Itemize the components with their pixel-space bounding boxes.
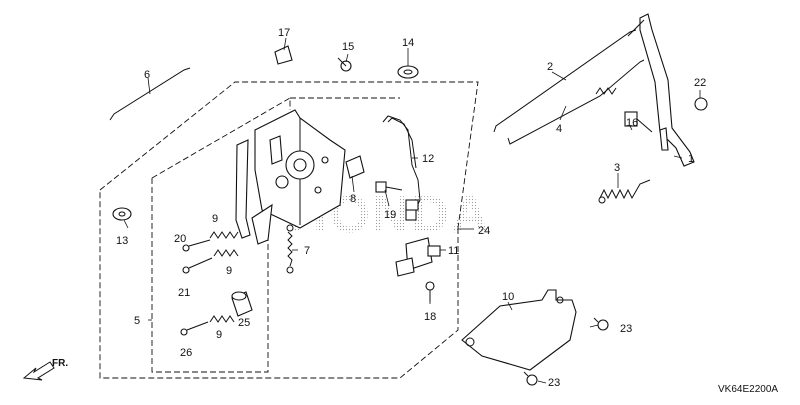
callout-5: 5: [134, 315, 140, 327]
callout-7: 7: [304, 245, 310, 257]
part-clip-13: [112, 207, 132, 221]
part-bolt-23-bottom: [523, 371, 538, 386]
part-clip-17: [274, 45, 293, 65]
part-connector-19: [405, 199, 419, 211]
part-cover-10: [461, 289, 577, 371]
callout-9b: 9: [226, 265, 232, 277]
part-screw-15: [337, 57, 352, 72]
leader-lines: [123, 37, 701, 384]
part-spring-9-top: [209, 231, 239, 239]
control-base-plate: [235, 109, 346, 245]
part-switch-11: [395, 237, 441, 277]
part-rod-6: [109, 67, 191, 121]
part-spring-4: [595, 87, 617, 95]
callout-labels: 1 2 3 4 5 6 7 8 9 9 9 10 11 12 13 14 15 …: [116, 27, 706, 389]
front-label: FR.: [52, 358, 68, 369]
part-spring-3: [598, 179, 651, 204]
part-rod-2: [493, 29, 637, 133]
callout-12: 12: [422, 153, 434, 165]
callout-9a: 9: [212, 213, 218, 225]
callout-19: 19: [384, 209, 396, 221]
part-spring-7: [286, 224, 294, 274]
front-arrow-icon: [22, 361, 55, 381]
assembly-box-outer: [99, 81, 479, 379]
callout-18: 18: [424, 311, 436, 323]
callout-9c: 9: [216, 329, 222, 341]
callout-11: 11: [448, 245, 459, 257]
part-spring-9-mid: [213, 249, 239, 257]
callout-13: 13: [116, 235, 128, 247]
part-spring-9-low: [209, 315, 235, 323]
part-bolt-16: [624, 111, 653, 133]
part-bolt-23-top: [593, 317, 609, 331]
callout-23a: 23: [620, 323, 632, 335]
part-nut-22: [694, 97, 708, 111]
part-screw-18: [425, 281, 435, 302]
callout-4: 4: [556, 123, 562, 135]
front-direction-indicator: FR.: [22, 358, 68, 381]
part-control-lever: [627, 13, 695, 167]
callout-1: 1: [688, 153, 694, 165]
diagram-code: VK64E2200A: [718, 384, 778, 395]
part-bracket-8: [345, 155, 365, 179]
callout-6: 6: [144, 69, 150, 81]
part-screw-26: [180, 321, 209, 336]
callout-14: 14: [402, 37, 414, 49]
callout-3: 3: [614, 162, 620, 174]
callout-2: 2: [547, 61, 553, 73]
callout-15: 15: [342, 41, 354, 53]
callout-21: 21: [178, 287, 190, 299]
callout-8: 8: [350, 193, 356, 205]
part-clamp-14: [397, 65, 419, 79]
callout-20: 20: [174, 233, 186, 245]
part-screw-20: [182, 239, 211, 252]
callout-24: 24: [478, 225, 490, 237]
callout-25: 25: [238, 317, 250, 329]
callout-22: 22: [694, 77, 706, 89]
part-screw-21: [182, 257, 213, 274]
part-collar-25: [231, 291, 253, 317]
part-rod-4: [507, 59, 645, 145]
part-bolt-center: [375, 181, 403, 193]
callout-23b: 23: [548, 377, 560, 389]
callout-10: 10: [502, 291, 514, 303]
assembly-box-inner: [151, 97, 400, 373]
callout-26: 26: [180, 347, 192, 359]
callout-17: 17: [278, 27, 290, 39]
callout-16: 16: [626, 117, 638, 129]
